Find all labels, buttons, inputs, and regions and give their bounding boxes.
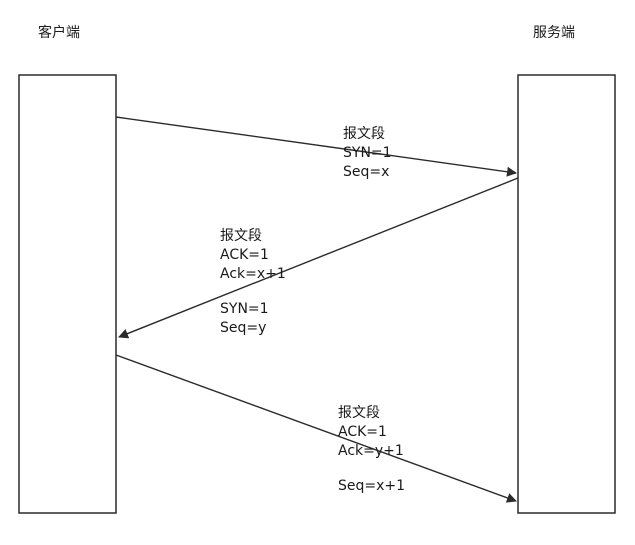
ack-heading: 报文段 (338, 405, 380, 421)
ack-arrow (115, 354, 517, 503)
ack-gap (338, 461, 405, 477)
syn-ack-heading: 报文段 (220, 228, 262, 244)
syn-ack-arrow (118, 177, 519, 339)
server-title: 服务端 (533, 25, 575, 41)
ack-ack-flag: ACK=1 (338, 424, 387, 440)
syn-ack-syn-flag: SYN=1 (220, 301, 269, 317)
syn-ack-ack-number: Ack=x+1 (220, 266, 286, 282)
client-title: 客户端 (38, 25, 80, 41)
ack-label: 报文段 ACK=1 Ack=y+1 Seq=x+1 (338, 404, 405, 496)
syn-ack-seq: Seq=y (220, 320, 267, 336)
ack-ack-number: Ack=y+1 (338, 443, 404, 459)
syn-ack-ack-flag: ACK=1 (220, 247, 269, 263)
client-box (18, 74, 117, 514)
server-box (517, 74, 616, 514)
syn-ack-label: 报文段 ACK=1 Ack=x+1 SYN=1 Seq=y (220, 227, 286, 338)
ack-seq: Seq=x+1 (338, 478, 406, 494)
syn-flag: SYN=1 (343, 145, 392, 161)
syn-label: 报文段 SYN=1 Seq=x (343, 125, 392, 182)
syn-seq: Seq=x (343, 164, 390, 180)
syn-ack-gap (220, 284, 286, 300)
syn-arrow (115, 116, 517, 177)
syn-heading: 报文段 (343, 126, 385, 142)
